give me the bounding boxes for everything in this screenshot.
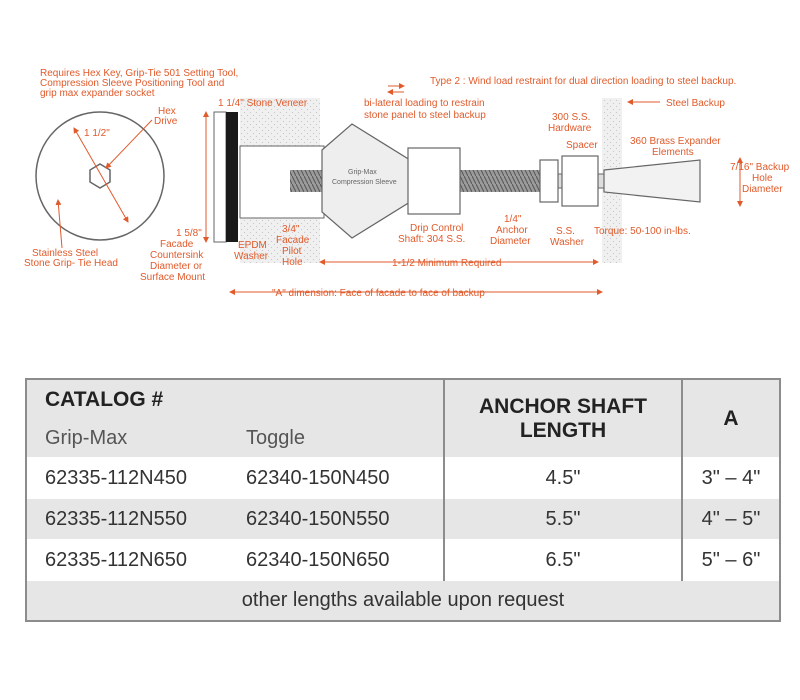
gripmax-subheader: Grip-Max <box>45 426 128 449</box>
anchor-diagram: Requires Hex Key, Grip-Tie 501 Setting T… <box>24 68 790 299</box>
anchor-label-1: 1/4" <box>504 214 522 225</box>
drip-label-2: Shaft: 304 S.S. <box>398 234 465 245</box>
min-required-label: 1-1/2 Minimum Required <box>392 258 502 269</box>
threaded-rod-back <box>450 170 540 192</box>
torque-label: Torque: 50-100 in-lbs. <box>594 226 691 237</box>
toggle-cell: 62340-150N650 <box>226 539 445 581</box>
pilot-label-1: 3/4" <box>282 224 300 235</box>
gripmax-cell: 62335-112N450 <box>45 466 187 489</box>
footer-note: other lengths available upon request <box>241 589 565 611</box>
epdm-label-1: EPDM <box>238 240 267 251</box>
hardware-label-1: 300 S.S. <box>552 112 590 123</box>
gripmax-cell: 62335-112N650 <box>45 548 187 571</box>
drip-label-1: Drip Control <box>410 223 463 234</box>
length-cell: 4.5" <box>444 457 683 499</box>
header-row: CATALOG # ANCHOR SHAFT LENGTH A <box>26 379 780 457</box>
compression-sleeve <box>321 123 461 239</box>
bilateral-note-1: bi-lateral loading to restrain <box>364 98 485 109</box>
spacer <box>561 155 599 207</box>
countersink-label-4: Diameter or <box>150 261 203 272</box>
countersink-label-2: Facade <box>160 239 194 250</box>
pilot-label-4: Hole <box>282 257 303 268</box>
hex-label-2: Drive <box>154 116 178 127</box>
hex-label-1: Hex <box>158 106 176 117</box>
requires-note-3: grip max expander socket <box>40 88 155 99</box>
grip-tie-head-end-view <box>35 111 165 249</box>
anchor-shaft-header-line-2: LENGTH <box>519 418 607 442</box>
bilateral-note-2: stone panel to steel backup <box>364 110 486 121</box>
sleeve-label-1: Grip-Max <box>348 169 377 176</box>
length-cell: 6.5" <box>444 539 683 581</box>
pilot-label-3: Pilot <box>282 246 302 257</box>
hardware-label-2: Hardware <box>548 123 592 134</box>
length-cell: 5.5" <box>444 499 683 539</box>
a-header: A <box>723 406 739 430</box>
countersink-label-1: 1 5/8" <box>176 228 202 239</box>
steel-backup-label: Steel Backup <box>666 98 725 109</box>
countersink-label-5: Surface Mount <box>140 272 205 283</box>
backup-hole-label-1: 7/16" Backup <box>730 162 790 173</box>
table-row: 62335-112N450 62340-150N450 4.5" 3" – 4" <box>26 457 780 499</box>
sleeve-label-2: Compression Sleeve <box>332 179 397 186</box>
toggle-cell: 62340-150N550 <box>226 499 445 539</box>
a-dimension-label: "A" dimension: Face of facade to face of… <box>272 288 485 299</box>
table-row: 62335-112N650 62340-150N650 6.5" 5" – 6" <box>26 539 780 581</box>
a-cell: 4" – 5" <box>701 507 761 530</box>
washer-label-2: Washer <box>550 237 585 248</box>
footer-row: other lengths available upon request <box>26 581 780 621</box>
washer-label-1: S.S. <box>556 226 575 237</box>
brass-expander <box>603 159 701 203</box>
hex-nut <box>539 159 559 203</box>
brass-label-2: Elements <box>652 147 694 158</box>
anchor-shaft-header: ANCHOR SHAFT LENGTH <box>444 379 683 457</box>
backup-hole-label-3: Diameter <box>742 184 783 195</box>
head-label-2: Stone Grip- Tie Head <box>24 258 118 269</box>
pilot-label-2: Facade <box>276 235 310 246</box>
toggle-cell: 62340-150N450 <box>226 457 445 499</box>
toggle-subheader: Toggle <box>246 426 305 449</box>
a-cell: 5" – 6" <box>701 548 761 571</box>
type2-note: Type 2 : Wind load restraint for dual di… <box>430 76 736 87</box>
requires-note-1: Requires Hex Key, Grip-Tie 501 Setting T… <box>40 68 238 79</box>
stone-veneer-label: 1 1/4" Stone Veneer <box>218 98 308 109</box>
anchor-label-2: Anchor <box>496 225 528 236</box>
epdm-label-2: Washer <box>234 251 269 262</box>
backup-hole-label-2: Hole <box>752 173 773 184</box>
requires-note-2: Compression Sleeve Positioning Tool and <box>40 78 224 89</box>
spacer-label: Spacer <box>566 140 598 151</box>
threaded-rod-front <box>290 170 330 192</box>
a-cell: 3" – 4" <box>701 466 761 489</box>
countersink-label-3: Countersink <box>150 250 204 261</box>
gripmax-cell: 62335-112N550 <box>45 507 187 530</box>
anchor-label-3: Diameter <box>490 236 531 247</box>
dimension-1-1-2: 1 1/2" <box>84 128 110 139</box>
catalog-table: CATALOG # ANCHOR SHAFT LENGTH A Grip-Max… <box>25 378 781 622</box>
head-label-1: Stainless Steel <box>32 248 98 259</box>
catalog-header: CATALOG # <box>45 387 164 411</box>
table-row: 62335-112N550 62340-150N550 5.5" 4" – 5" <box>26 499 780 539</box>
anchor-shaft-header-line-1: ANCHOR SHAFT <box>479 394 647 418</box>
brass-label-1: 360 Brass Expander <box>630 136 721 147</box>
